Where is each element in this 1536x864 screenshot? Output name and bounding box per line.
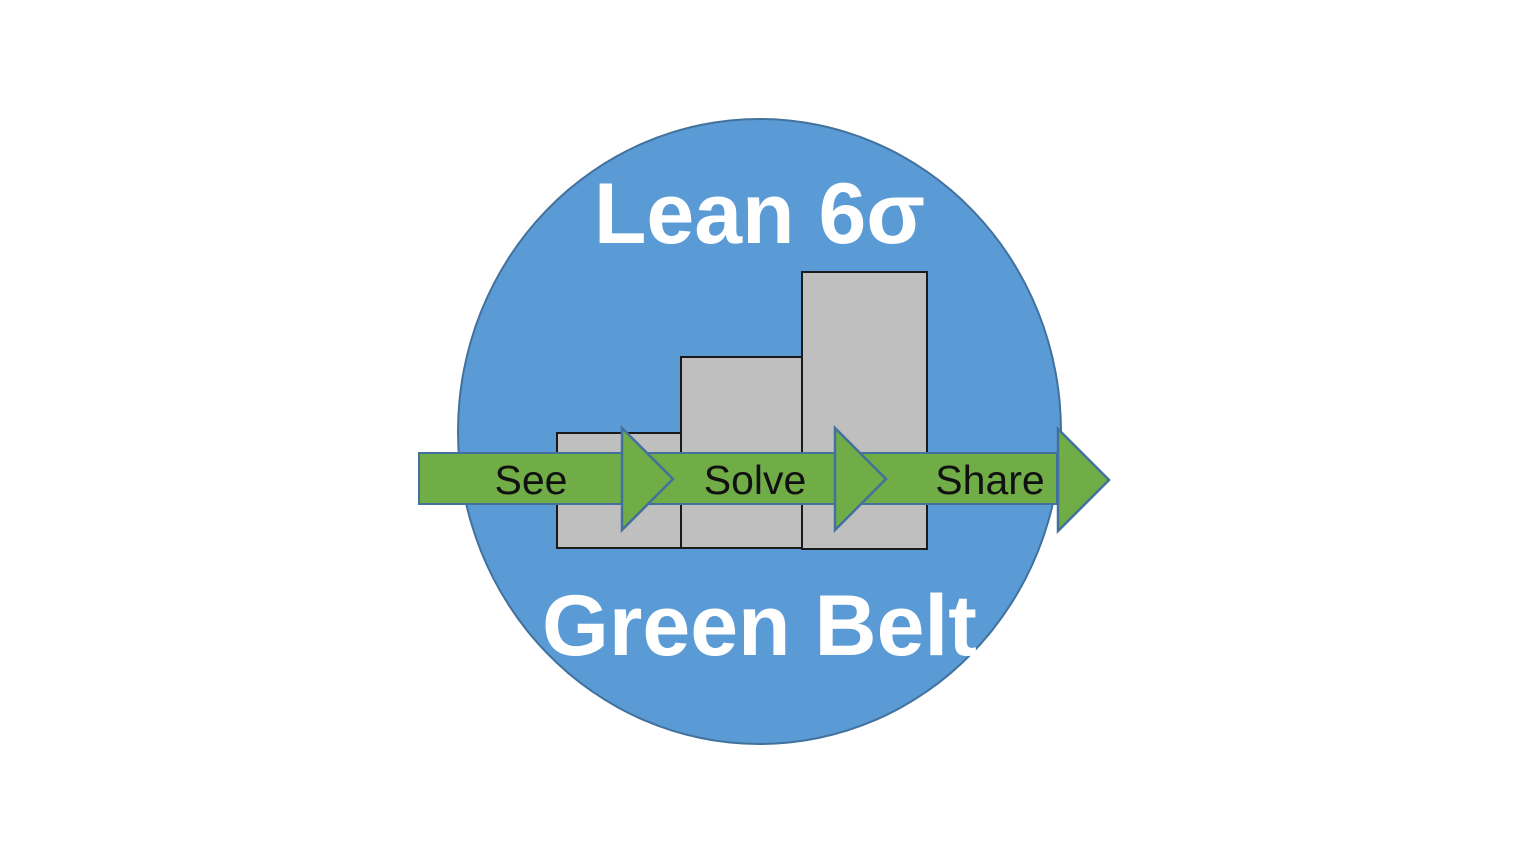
step-label-see: See <box>494 457 568 503</box>
logo-title-top: Lean 6σ <box>593 166 926 262</box>
process-arrow-band <box>418 452 1058 505</box>
step-label-solve: Solve <box>703 457 807 503</box>
arrowhead-icon <box>1056 426 1111 534</box>
arrowhead-icon <box>833 425 888 533</box>
logo-title-bottom: Green Belt <box>542 578 977 674</box>
arrowhead-icon <box>620 425 675 533</box>
step-label-share: Share <box>935 457 1045 503</box>
